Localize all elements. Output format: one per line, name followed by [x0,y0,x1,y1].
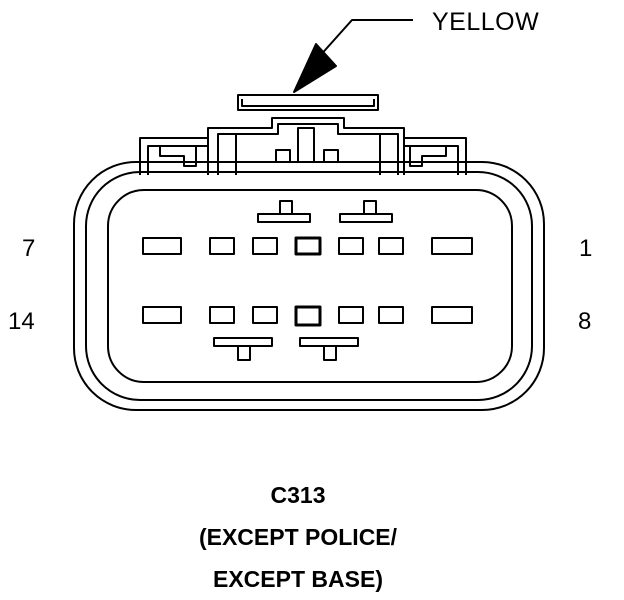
cavity-8 [431,306,473,324]
keying-post-bottom-right [299,337,359,361]
cavity-5 [252,237,278,255]
terminal-row-top [142,236,473,256]
keying-post-top-right [339,200,393,223]
cavity-9 [378,306,404,324]
cavity-1 [431,237,473,255]
callout-leader-line [317,19,413,59]
connector-side-tab-left [139,137,208,175]
connector-side-tab-right [404,137,467,175]
cavity-2 [378,237,404,255]
callout-color-label: YELLOW [432,8,540,36]
callout-arrowhead [293,43,337,93]
cavity-12 [252,306,278,324]
connector-id: C313 [270,482,326,508]
cavity-13 [209,306,235,324]
pin-label-bottom-right: 8 [578,308,592,335]
keying-post-top-left [257,200,311,223]
keying-post-bottom-left [213,337,273,361]
cavity-10 [338,306,364,324]
pin-label-top-right: 1 [579,235,593,262]
cavity-14 [142,306,182,324]
cavity-7 [142,237,182,255]
pin-label-top-left: 7 [22,235,36,262]
connector-housing-mid [85,171,533,401]
cavity-3 [338,237,364,255]
pin-label-bottom-left: 14 [8,308,35,335]
terminal-row-bottom [142,305,473,327]
connector-description-line2: EXCEPT BASE) [213,566,383,592]
connector-housing-face [107,189,513,383]
connector-housing-outer [73,161,545,411]
cavity-6 [209,237,235,255]
connector-description-line1: (EXCEPT POLICE/ [198,524,398,550]
cavity-4 [294,236,322,256]
cavity-11 [294,305,322,327]
